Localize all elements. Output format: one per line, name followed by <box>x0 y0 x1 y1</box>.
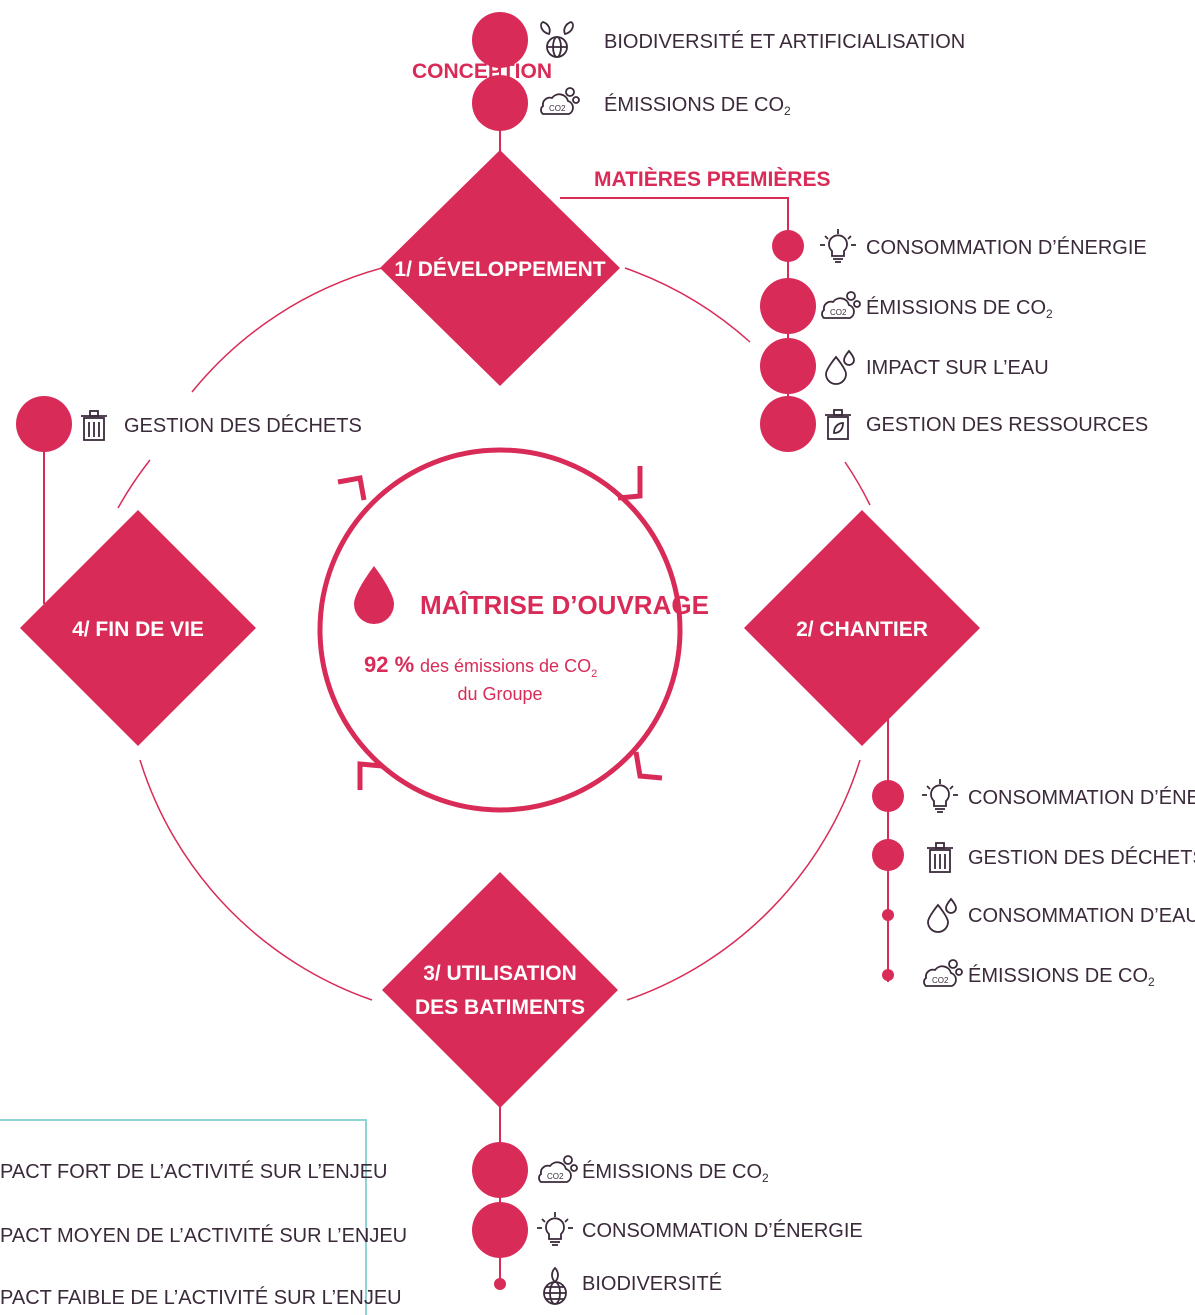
bulb-icon <box>921 778 959 813</box>
impact-dot-medium <box>872 780 904 812</box>
phase-diamond-site <box>744 510 980 746</box>
usage-item-label: ÉMISSIONS DE CO2 <box>582 1160 769 1185</box>
legend-item: PACT FORT DE L’ACTIVITÉ SUR L’ENJEU <box>0 1160 388 1183</box>
cycle-arc <box>191 267 383 393</box>
cycle-arc <box>844 461 871 506</box>
phase-diamond-usage <box>382 872 618 1108</box>
center-percent: 92 % <box>364 652 414 677</box>
impact-dot-weak <box>494 1278 506 1290</box>
impact-dot-strong <box>472 1202 528 1258</box>
impact-dot-strong <box>472 75 528 131</box>
impact-dot-medium <box>772 230 804 262</box>
impact-dot-weak <box>882 969 894 981</box>
site-item-label: CONSOMMATION D’ÉNERGIE <box>968 786 1195 809</box>
co2-cloud-icon <box>538 1155 578 1183</box>
impact-dot-medium <box>872 839 904 871</box>
phase-label: 4/ FIN DE VIE <box>72 618 204 641</box>
impact-dot-strong <box>760 338 816 394</box>
cycle-arc <box>117 459 151 509</box>
water-drop-icon <box>354 566 394 624</box>
raw-item-label: IMPACT SUR L’EAU <box>866 357 1049 379</box>
impact-dot-weak <box>882 909 894 921</box>
water-drops-icon <box>927 898 957 933</box>
impact-dot-strong <box>472 12 528 68</box>
impact-dot-strong <box>472 1142 528 1198</box>
cycle-arrow <box>617 466 643 501</box>
globe-leaf-icon <box>540 21 574 58</box>
trash-icon <box>80 410 108 441</box>
phase-label: 3/ UTILISATION <box>423 962 577 985</box>
site-item-label: ÉMISSIONS DE CO2 <box>968 964 1155 989</box>
top-item-label: BIODIVERSITÉ ET ARTIFICIALISATION <box>604 30 965 53</box>
center-title: MAÎTRISE D’OUVRAGE <box>420 590 709 620</box>
cycle-arc <box>624 267 751 343</box>
bin-leaf-icon <box>824 409 852 440</box>
co2-cloud-icon <box>821 291 861 319</box>
bulb-icon <box>536 1211 574 1246</box>
cycle-arrow <box>337 475 367 501</box>
phase-label: 2/ CHANTIER <box>796 618 928 641</box>
raw-materials-label: MATIÈRES PREMIÈRES <box>594 168 830 191</box>
center-cycle-ring <box>317 447 683 813</box>
phase-label: 1/ DÉVELOPPEMENT <box>394 258 605 281</box>
legend-item: PACT FAIBLE DE L’ACTIVITÉ SUR L’ENJEU <box>0 1286 402 1309</box>
trash-icon <box>926 842 954 873</box>
bulb-icon <box>819 228 857 263</box>
raw-item-label: CONSOMMATION D’ÉNERGIE <box>866 236 1147 259</box>
cycle-arc <box>626 759 861 1001</box>
phase-label: DES BATIMENTS <box>415 996 585 1019</box>
center-desc-line2: du Groupe <box>457 684 542 704</box>
raw-item-label: GESTION DES RESSOURCES <box>866 414 1148 436</box>
site-item-label: CONSOMMATION D’EAU <box>968 905 1195 927</box>
cycle-arrow <box>357 761 383 790</box>
usage-item-label: CONSOMMATION D’ÉNERGIE <box>582 1219 863 1242</box>
site-item-label: GESTION DES DÉCHETS <box>968 846 1195 869</box>
end-of-life-item-label: GESTION DES DÉCHETS <box>124 414 362 437</box>
legend-box <box>0 1119 367 1315</box>
impact-dot-strong <box>760 278 816 334</box>
legend-item: PACT MOYEN DE L’ACTIVITÉ SUR L’ENJEU <box>0 1224 407 1247</box>
water-drops-icon <box>825 350 855 385</box>
cycle-arrow <box>633 751 663 781</box>
co2-cloud-icon <box>540 87 580 115</box>
phase-diamond-development <box>380 150 620 386</box>
cycle-arc <box>139 759 373 1001</box>
raw-item-label: ÉMISSIONS DE CO2 <box>866 296 1053 321</box>
globe-icon <box>543 1267 567 1305</box>
usage-item-label: BIODIVERSITÉ <box>582 1272 722 1295</box>
top-item-label: ÉMISSIONS DE CO2 <box>604 93 791 118</box>
center-desc: des émissions de CO2 <box>420 656 597 680</box>
phase-diamond-end-of-life <box>20 510 256 746</box>
conception-label: CONCEPTION <box>412 60 552 83</box>
impact-dot-strong <box>16 396 72 452</box>
impact-dot-strong <box>760 396 816 452</box>
co2-cloud-icon <box>923 959 963 987</box>
